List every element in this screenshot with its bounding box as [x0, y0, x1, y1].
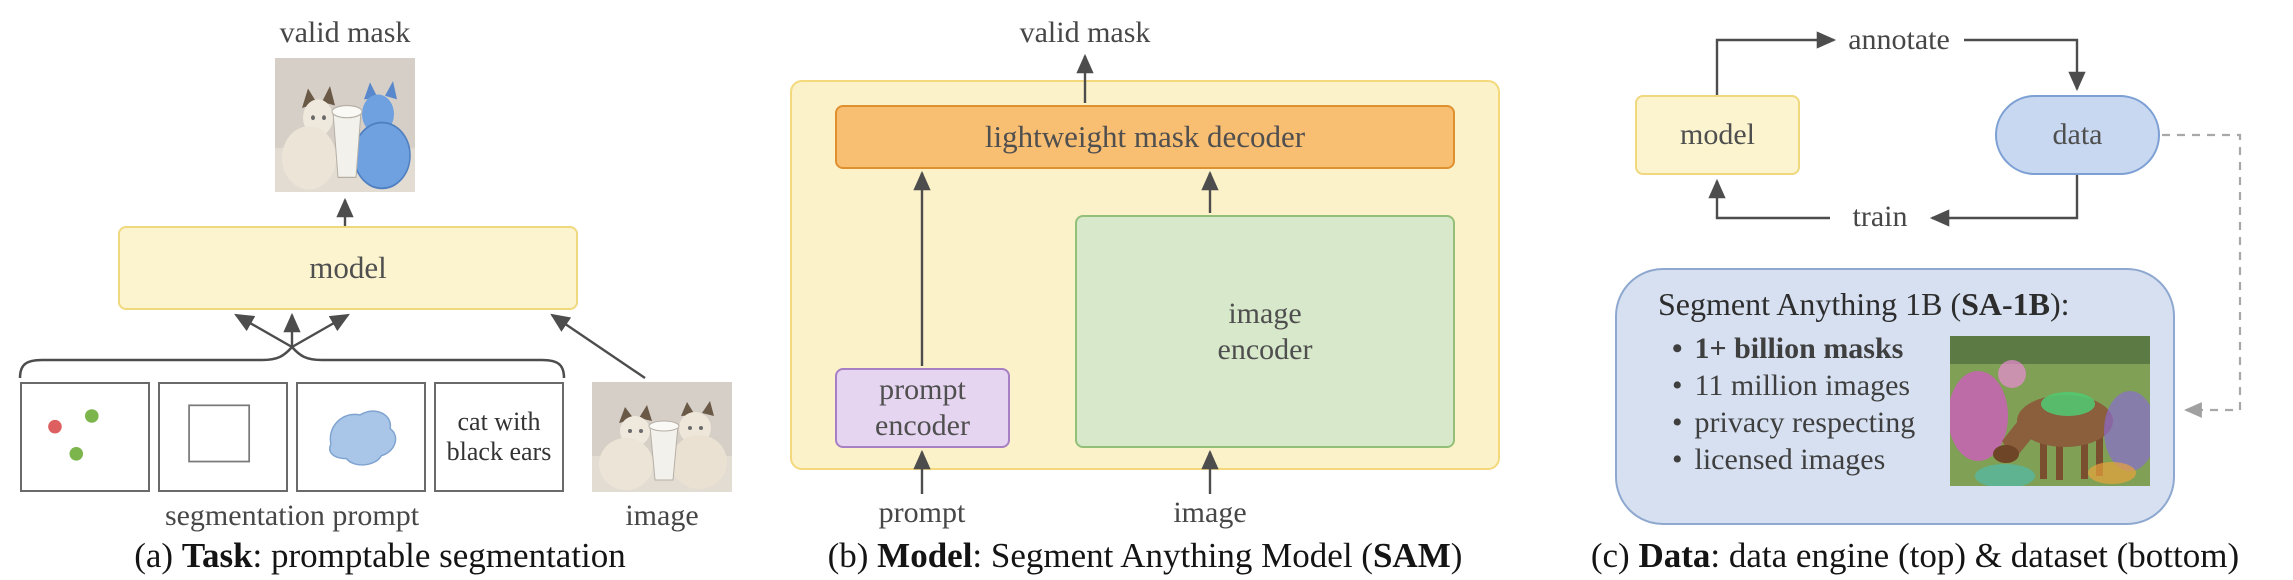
panel-a-model-label: model: [309, 250, 387, 285]
panel-b-prompt-label: prompt: [878, 496, 966, 529]
sa1b-sample-photo: [1950, 336, 2150, 486]
panel-c-model-box: model: [1635, 95, 1800, 175]
input-image-art: [592, 382, 732, 492]
image-encoder-box: image encoder: [1075, 215, 1455, 448]
mask-overlay-orange: [2088, 462, 2136, 484]
valid-mask-photo-art: [275, 58, 415, 192]
sa1b-bullet-privacy: •privacy respecting: [1672, 406, 1916, 439]
prompt-encoder-box: prompt encoder: [835, 368, 1010, 448]
sa1b-sample-art: [1950, 336, 2150, 486]
text-prompt: cat with black ears: [446, 407, 552, 466]
green-point: [69, 446, 84, 461]
cat-left: [599, 405, 653, 490]
mask-overlay-green: [2041, 392, 2095, 416]
panel-b-caption: (b) Model: Segment Anything Model (SAM): [827, 536, 1463, 575]
arrow-image-to-model: [550, 313, 646, 379]
prompt-points-box: [20, 382, 150, 492]
panel-a-model-box: model: [118, 226, 578, 310]
panel-c-caption: (c) Data: data engine (top) & dataset (b…: [1590, 536, 2240, 575]
annotate-label: annotate: [1848, 23, 1950, 56]
panel-a-valid-mask-label: valid mask: [279, 16, 411, 49]
mask-overlay-pink: [1998, 360, 2026, 388]
point-prompts-art: [48, 408, 99, 461]
sa1b-bullet-images: •11 million images: [1672, 369, 1911, 402]
mask-overlay-purple: [2104, 391, 2150, 471]
mask-blob-art: [329, 410, 397, 466]
box-prompt-rect: [188, 404, 251, 463]
trash-can: [648, 420, 680, 481]
segmentation-prompt-label: segmentation prompt: [164, 499, 420, 532]
arrow-prompts-to-model-left: [234, 313, 293, 349]
sa1b-title: Segment Anything 1B (SA-1B):: [1658, 286, 2070, 322]
data-stadium: data: [1995, 95, 2160, 175]
trash-can: [331, 104, 363, 178]
prompt-text-box: cat with black ears: [434, 382, 564, 492]
prompt-box-box: [158, 382, 288, 492]
panel-b-valid-mask-label: valid mask: [1019, 16, 1151, 49]
mask-overlay-magenta: [1950, 371, 2008, 461]
sa1b-bullet-masks: •1+ billion masks: [1672, 332, 1904, 365]
data-label: data: [2052, 118, 2103, 151]
prompt-encoder-label: prompt encoder: [875, 373, 970, 442]
cat-left: [282, 86, 336, 190]
sa1b-bullet-list: •1+ billion masks •11 million images •pr…: [1672, 330, 1915, 478]
box-prompt-art: [188, 404, 251, 463]
cat-right: [671, 401, 727, 489]
curly-brace: [18, 345, 566, 379]
prompt-mask-box: [296, 382, 426, 492]
valid-mask-photo: [275, 58, 415, 192]
mask-decoder-box: lightweight mask decoder: [835, 105, 1455, 169]
panel-c-model-label: model: [1680, 118, 1755, 151]
sa1b-bullet-licensed: •licensed images: [1672, 443, 1886, 476]
mask-blob: [329, 410, 397, 466]
arrow-prompts-to-model-right: [291, 313, 350, 349]
train-label: train: [1852, 200, 1908, 233]
cat-right-masked: [353, 81, 411, 190]
panel-b-image-label: image: [1173, 496, 1247, 529]
mask-overlay-teal: [1975, 464, 2035, 486]
green-point: [85, 408, 99, 423]
panel-a-caption: (a) Task: promptable segmentation: [134, 536, 626, 575]
image-encoder-label: image encoder: [1217, 296, 1313, 366]
red-point: [48, 419, 62, 434]
mask-decoder-label: lightweight mask decoder: [984, 119, 1306, 154]
input-image-photo: [592, 382, 732, 492]
panel-a-image-label: image: [625, 499, 699, 532]
